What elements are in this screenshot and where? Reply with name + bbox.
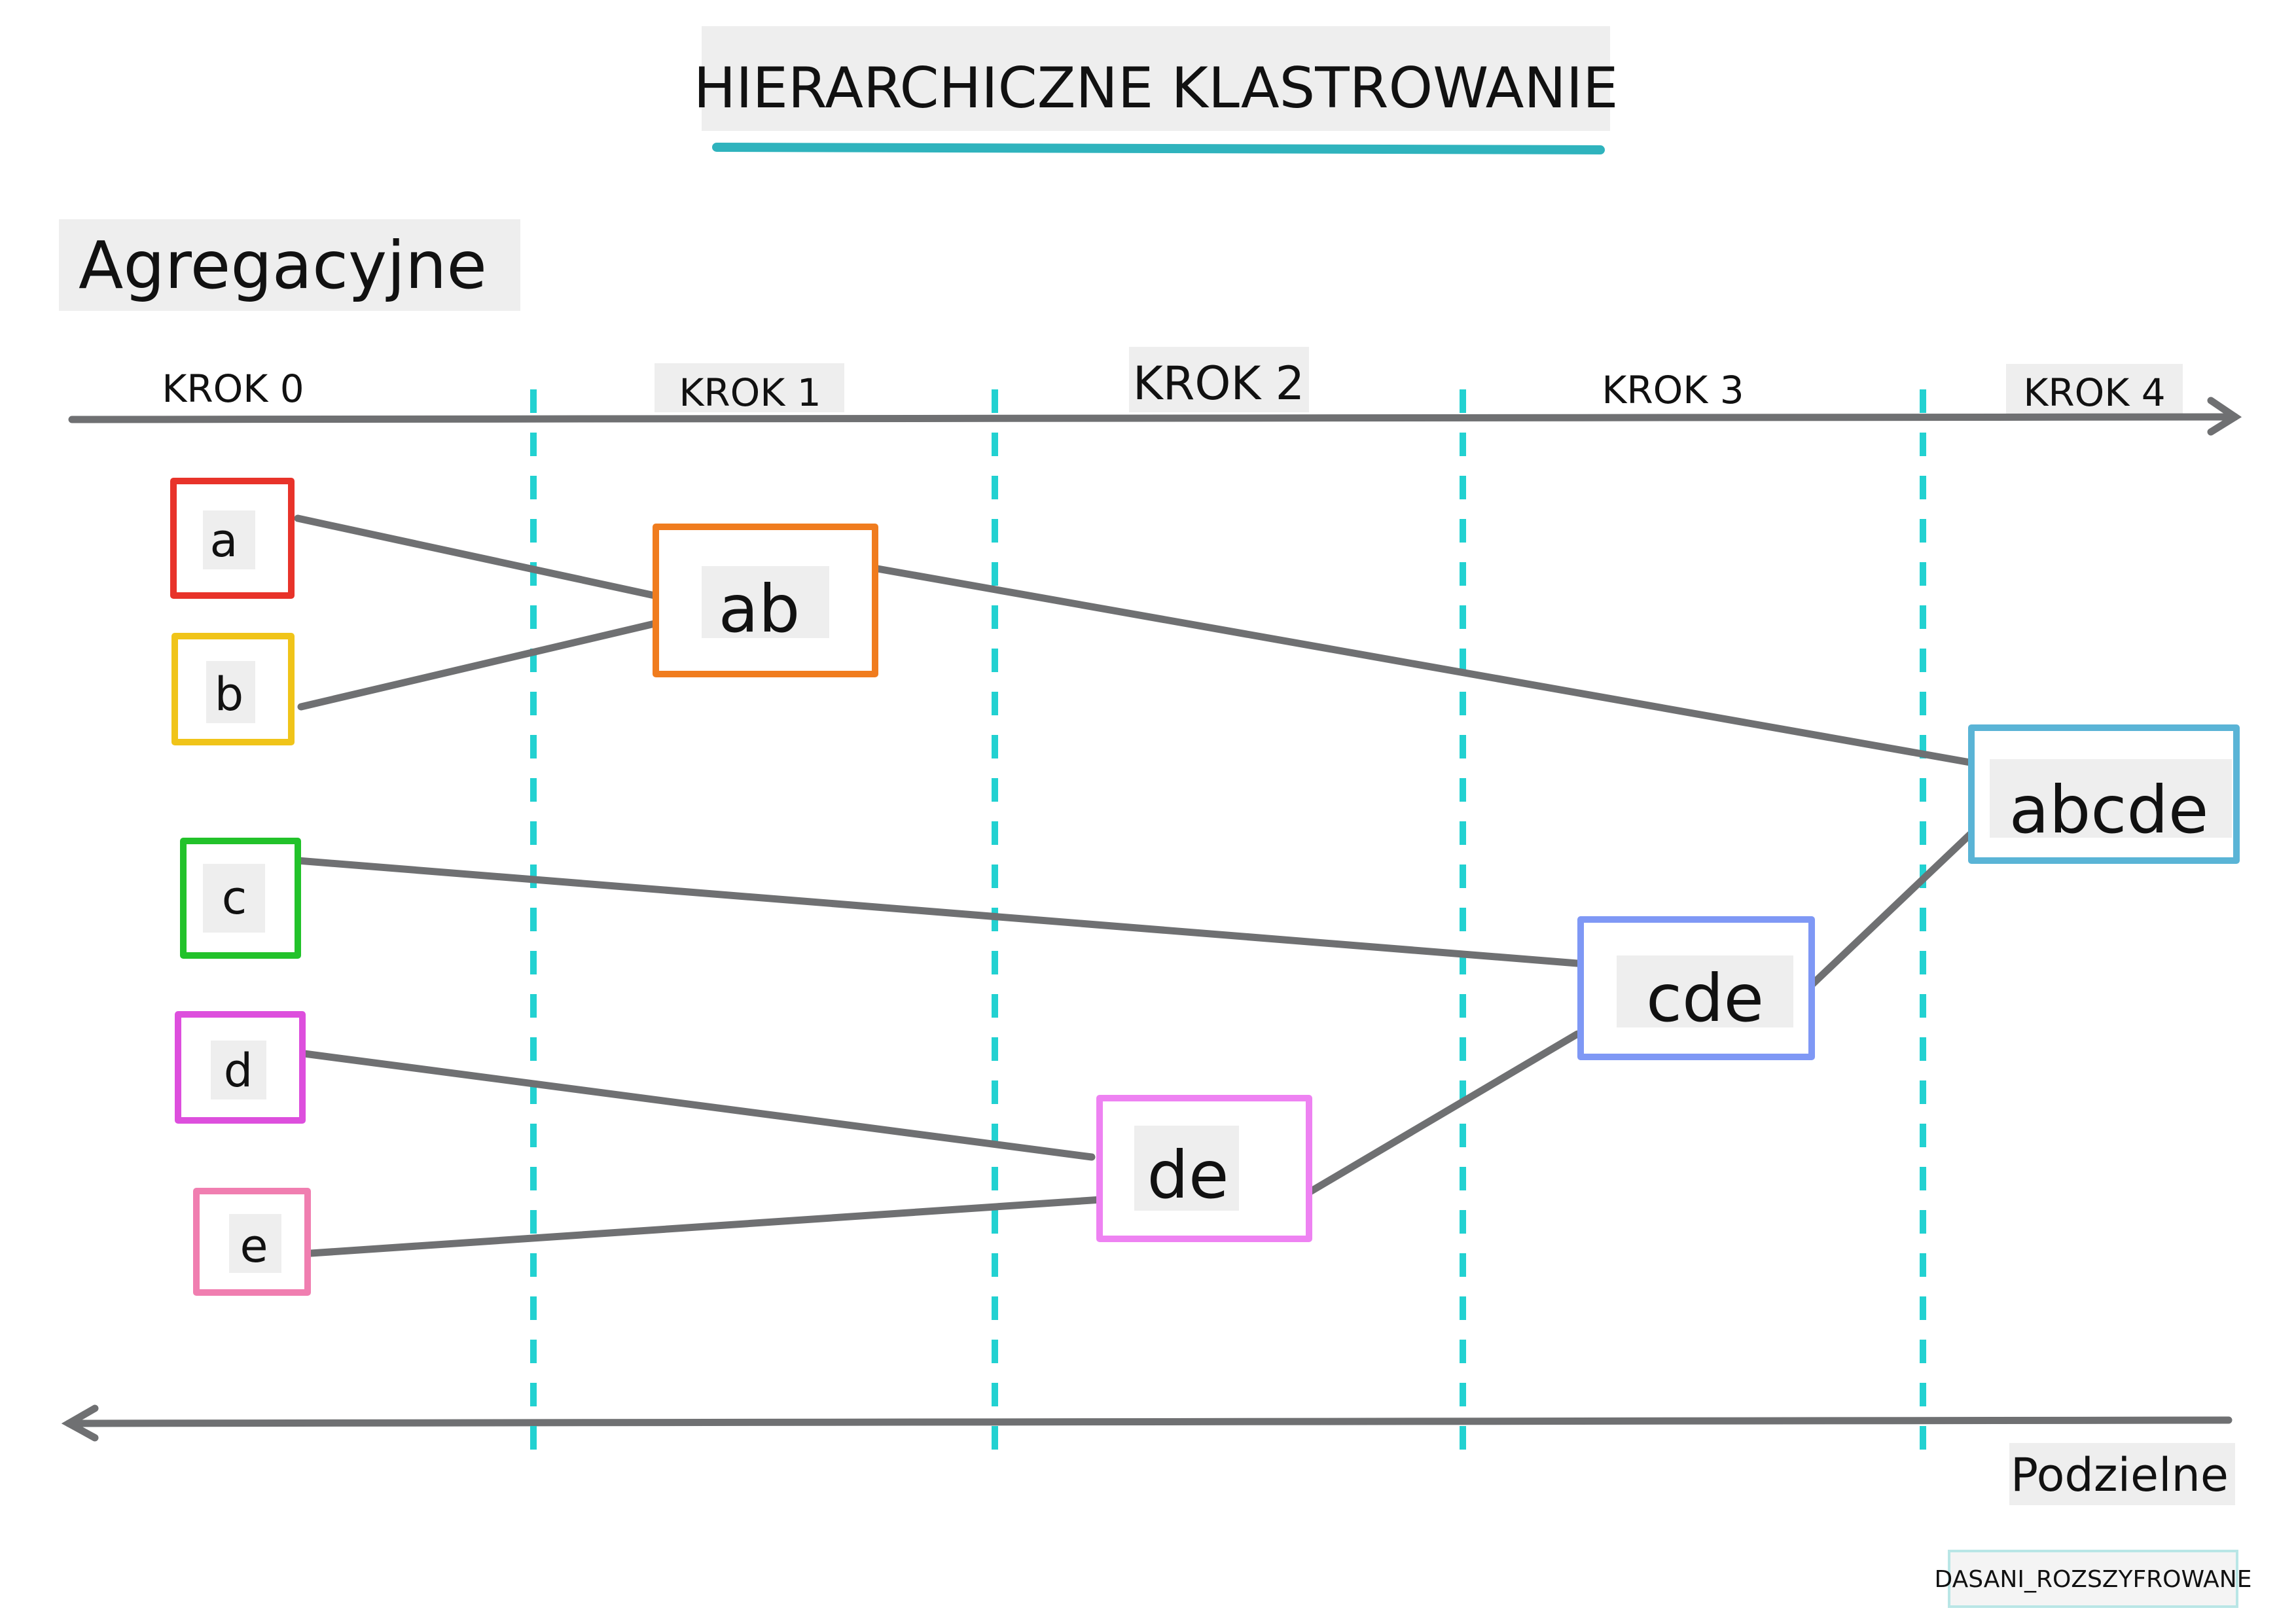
node-cde: cde [1577, 916, 1815, 1060]
title-underline [712, 143, 1605, 154]
connector-c-cde [294, 857, 1581, 967]
node-a: a [170, 478, 295, 599]
step-label-1-background [655, 363, 844, 412]
title-group: HIERARCHICZNE KLASTROWANIE [694, 26, 1619, 154]
diagram-title: HIERARCHICZNE KLASTROWANIE [694, 56, 1619, 121]
step-label-4: KROK 4 [2023, 370, 2165, 415]
node-c: c [180, 838, 301, 959]
node-ab-label-background [702, 566, 829, 638]
step-label-4-background [2006, 364, 2183, 414]
node-abcde-label: abcde [2009, 772, 2209, 848]
node-e-label: e [240, 1219, 268, 1273]
step-label-2-background [1129, 347, 1309, 412]
connector-ab-abcde [870, 564, 1974, 766]
node-e: e [193, 1188, 311, 1296]
divisive-label-background [2009, 1443, 2235, 1505]
node-cde-label-background [1617, 955, 1793, 1027]
node-c-label-background [203, 864, 265, 933]
connector-cde-abcde [1808, 830, 1974, 989]
node-b-label-background [206, 661, 255, 723]
node-ab: ab [653, 524, 878, 677]
watermark-box [1948, 1550, 2238, 1608]
node-abcde: abcde [1968, 724, 2240, 864]
node-a-label-background [203, 510, 255, 569]
node-b-label: b [215, 668, 243, 721]
step-label-3: KROK 3 [1602, 368, 1744, 412]
node-de: de [1096, 1095, 1312, 1242]
connector-e-de [307, 1196, 1105, 1257]
agglomerative-label-group: Agregacyjne [59, 219, 520, 311]
node-cde-label: cde [1646, 960, 1764, 1037]
node-d-label-background [211, 1041, 266, 1099]
node-a-label: a [210, 514, 238, 567]
node-e-label-background [229, 1214, 281, 1273]
step-labels: KROK 0 KROK 1 KROK 2 KROK 3 KROK 4 [162, 347, 2183, 415]
connector-a-ab [294, 514, 658, 599]
top-axis-line [68, 413, 2239, 423]
node-d: d [175, 1011, 306, 1124]
node-ab-label: ab [719, 571, 800, 647]
bottom-axis-line [65, 1416, 2233, 1427]
step-label-2: KROK 2 [1133, 357, 1304, 410]
divisive-label: Podzielne [2011, 1448, 2229, 1502]
node-d-label: d [224, 1044, 253, 1097]
step-label-0: KROK 0 [162, 366, 304, 411]
connector-b-ab [297, 620, 658, 711]
agglomerative-label-background [59, 219, 520, 311]
node-de-label: de [1147, 1137, 1229, 1213]
merge-connectors [294, 514, 1974, 1257]
node-c-label: c [222, 871, 247, 925]
connector-d-de [300, 1050, 1096, 1161]
node-b: b [171, 633, 295, 745]
step-label-1: KROK 1 [679, 370, 821, 415]
agglomerative-axis [68, 397, 2242, 436]
divisive-label-group: Podzielne [2009, 1443, 2235, 1505]
divisive-axis [61, 1404, 2233, 1442]
top-axis-arrowhead [2207, 397, 2242, 436]
connector-de-cde [1305, 1030, 1581, 1196]
watermark: DASANI_ROZSZYFROWANE [1935, 1566, 2252, 1593]
title-background [702, 26, 1610, 131]
node-de-label-background [1134, 1126, 1239, 1211]
node-abcde-label-background [1990, 759, 2232, 838]
bottom-axis-arrowhead [61, 1404, 99, 1442]
agglomerative-label: Agregacyjne [79, 227, 487, 304]
watermark-group: DASANI_ROZSZYFROWANE [1935, 1550, 2252, 1608]
